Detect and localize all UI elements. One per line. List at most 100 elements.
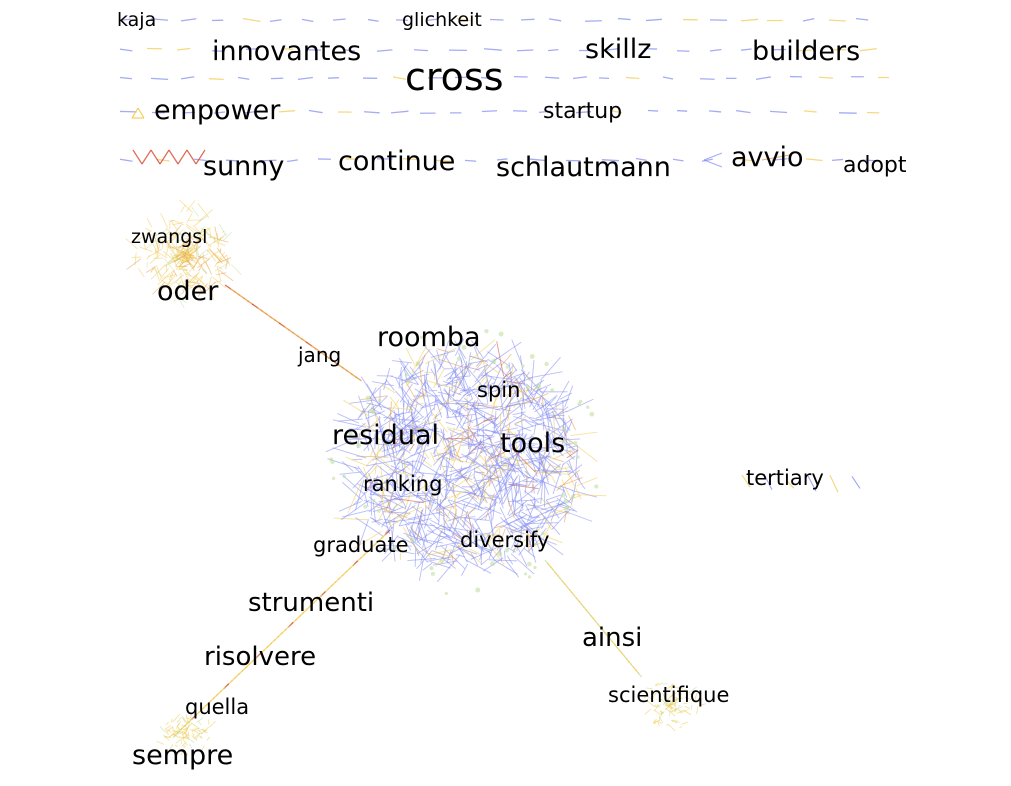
graph-edge <box>193 727 201 730</box>
graph-edge <box>475 439 483 450</box>
graph-edge <box>201 237 207 245</box>
graph-edge <box>202 252 205 264</box>
graph-edge <box>424 498 436 529</box>
graph-node <box>532 533 537 537</box>
graph-edge <box>785 479 795 489</box>
graph-edge <box>414 523 424 543</box>
graph-edge <box>422 407 435 421</box>
graph-edge <box>195 237 200 252</box>
graph-edge <box>498 447 506 456</box>
graph-edge <box>199 255 204 259</box>
graph-edge <box>197 275 204 288</box>
graph-edge <box>505 546 516 553</box>
label-tools: tools <box>500 428 565 459</box>
graph-edge <box>358 519 369 547</box>
graph-edge <box>419 363 424 399</box>
graph-edge <box>545 494 562 501</box>
graph-edge <box>669 704 673 710</box>
graph-edge <box>486 528 499 545</box>
graph-edge <box>137 230 152 241</box>
graph-edge <box>803 110 817 113</box>
graph-edge <box>506 555 514 565</box>
graph-edge <box>347 480 363 514</box>
graph-edge <box>173 293 182 303</box>
graph-edge <box>421 490 446 510</box>
graph-edge <box>440 428 453 459</box>
graph-edge <box>176 47 191 51</box>
graph-edge <box>652 718 657 725</box>
graph-edge <box>380 505 391 535</box>
graph-edge <box>572 494 607 497</box>
graph-edge <box>533 424 537 436</box>
graph-edge <box>470 355 488 363</box>
graph-edge <box>418 393 427 399</box>
graph-edge <box>458 538 469 548</box>
graph-edge <box>363 499 396 511</box>
graph-edge <box>668 704 672 709</box>
graph-edge <box>500 514 528 529</box>
graph-edge <box>161 283 165 286</box>
graph-edge <box>514 415 527 427</box>
graph-edge <box>372 506 390 513</box>
graph-edge <box>514 482 518 515</box>
graph-edge <box>557 406 569 415</box>
graph-edge <box>526 443 548 474</box>
graph-edge <box>403 474 407 496</box>
graph-edge <box>473 360 484 374</box>
graph-edge <box>126 258 142 270</box>
graph-edge <box>524 522 559 525</box>
graph-edge <box>480 558 489 566</box>
graph-edge <box>540 357 561 381</box>
graph-node <box>456 356 462 361</box>
graph-edge <box>675 687 684 690</box>
graph-edge <box>470 546 500 560</box>
graph-node <box>456 342 461 348</box>
graph-edge <box>512 501 515 515</box>
graph-edge <box>557 477 583 488</box>
graph-edge <box>698 703 706 707</box>
graph-edge <box>332 447 367 459</box>
graph-edge <box>505 560 520 578</box>
graph-edge <box>520 18 535 21</box>
graph-edge <box>337 418 363 422</box>
graph-edge <box>139 246 153 253</box>
graph-edge <box>535 477 565 492</box>
graph-edge <box>184 255 195 271</box>
graph-edge <box>510 380 523 411</box>
graph-node <box>439 559 444 563</box>
graph-edge <box>160 278 172 287</box>
graph-edge <box>375 443 398 446</box>
graph-edge <box>197 258 210 269</box>
graph-edge <box>156 243 161 260</box>
graph-node <box>594 484 599 489</box>
graph-edge <box>557 443 573 447</box>
graph-edge <box>807 475 817 492</box>
graph-edge <box>193 246 196 250</box>
graph-edge <box>379 547 415 555</box>
graph-edge <box>446 368 458 382</box>
graph-edge <box>199 735 203 738</box>
graph-edge <box>165 251 179 267</box>
graph-edge <box>349 399 375 404</box>
graph-edge <box>676 50 690 52</box>
graph-edge <box>829 475 839 493</box>
graph-edge <box>446 427 474 435</box>
graph-edge <box>390 441 403 446</box>
graph-edge <box>672 696 677 699</box>
graph-edge <box>286 159 299 163</box>
graph-edge <box>416 391 422 400</box>
graph-edge <box>400 361 411 378</box>
graph-edge <box>474 519 493 552</box>
graph-edge <box>376 49 393 52</box>
graph-edge <box>508 435 535 446</box>
graph-edge <box>132 149 143 165</box>
graph-edge <box>365 458 402 467</box>
graph-edge <box>460 357 466 391</box>
graph-edge <box>644 708 652 715</box>
graph-edge <box>520 444 535 451</box>
graph-edge <box>463 527 480 539</box>
graph-edge <box>163 241 166 244</box>
graph-edge <box>510 538 517 549</box>
graph-edge <box>507 499 534 502</box>
graph-edge <box>516 487 536 503</box>
